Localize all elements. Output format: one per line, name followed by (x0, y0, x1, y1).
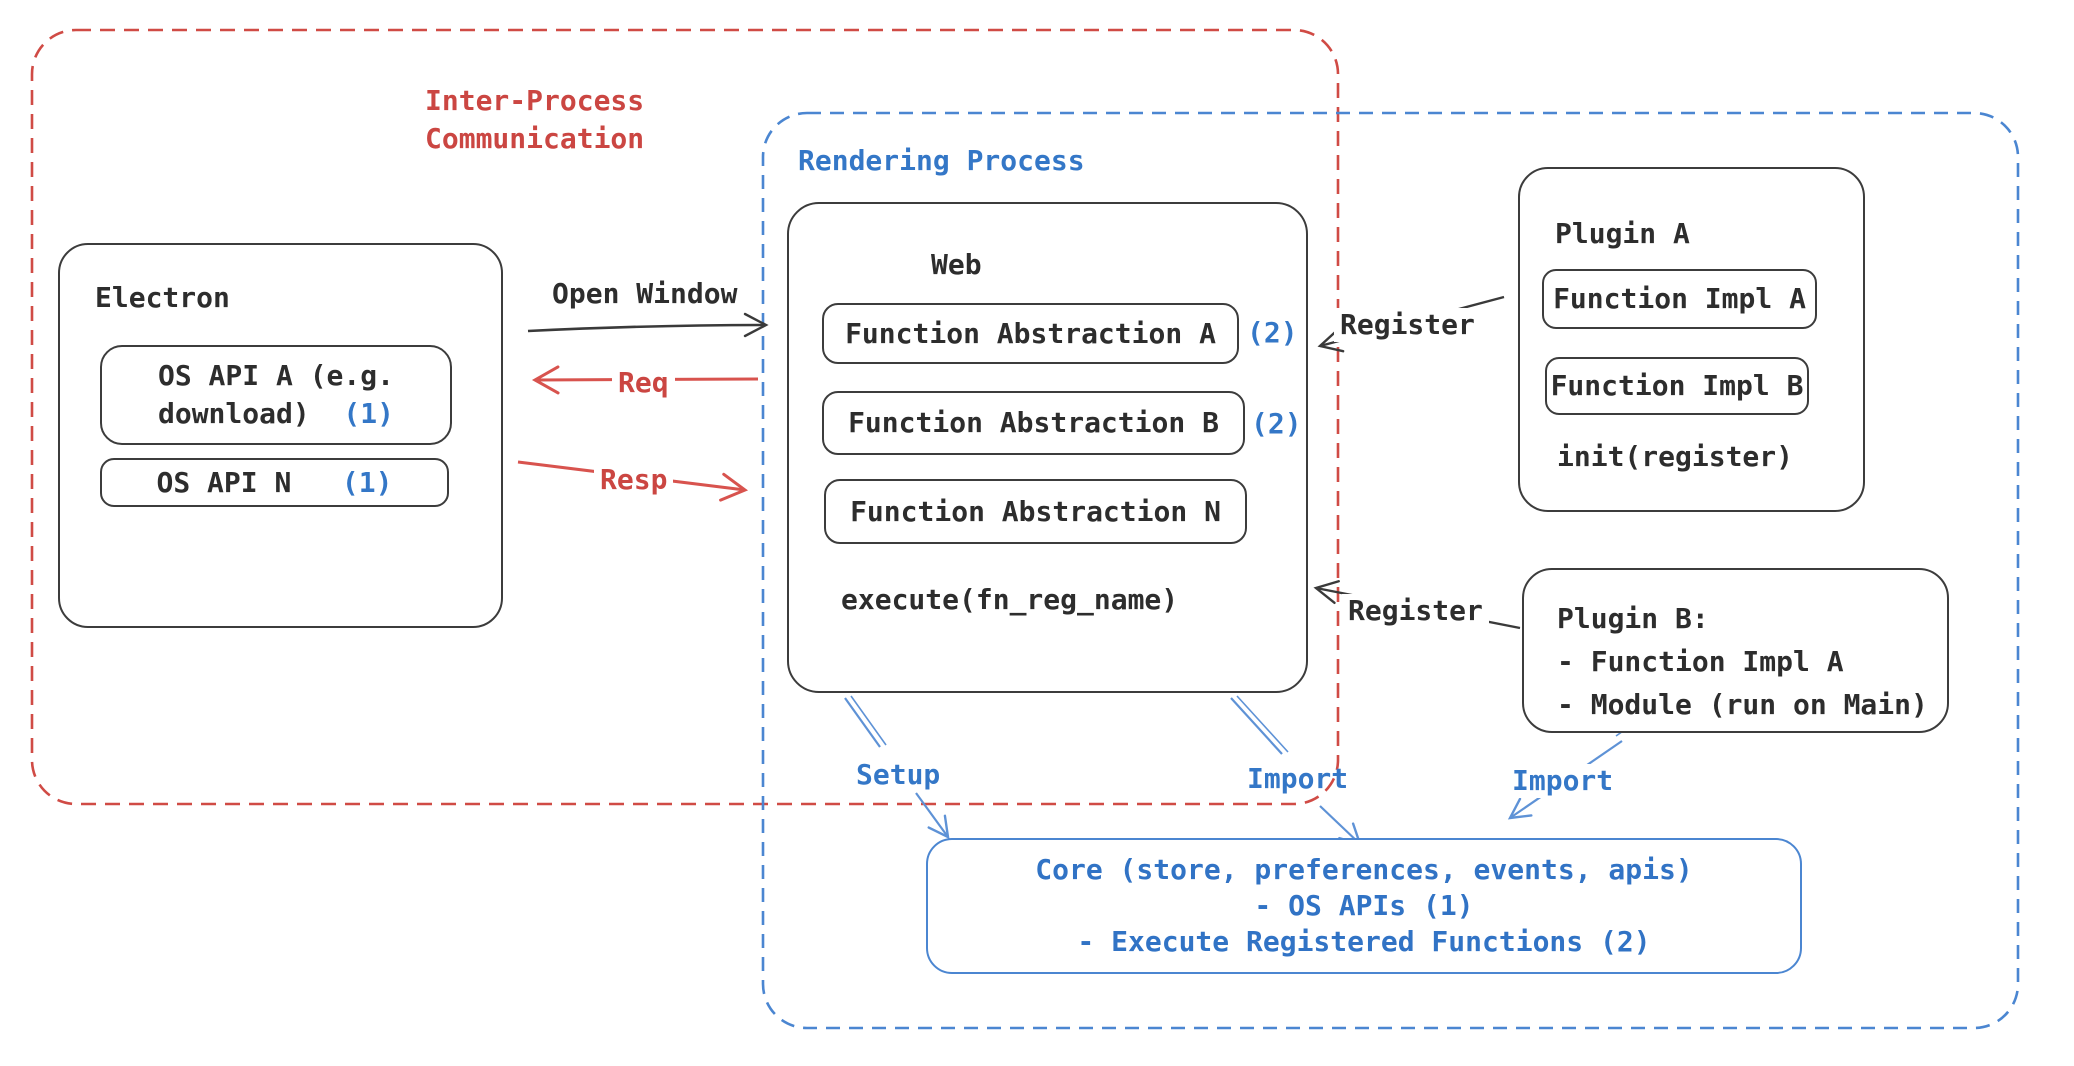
plugin-a-box: Plugin A Function Impl A Function Impl B… (1518, 167, 1865, 512)
core-line-1: Core (store, preferences, events, apis) (1035, 853, 1693, 886)
function-abstraction-b-ref: (2) (1251, 407, 1302, 440)
os-api-a-label-line2: download) (1) (158, 395, 394, 433)
open-window-arrow (527, 312, 769, 338)
plugin-b-title: Plugin B: (1557, 602, 1709, 635)
import-right-label: Import (1506, 764, 1620, 798)
web-box: Web Function Abstraction A Function Abst… (787, 202, 1308, 693)
rendering-region-title: Rendering Process (798, 144, 1085, 177)
ipc-region-title: Inter-Process Communication (425, 82, 644, 158)
os-api-a-box: OS API A (e.g. download) (1) (100, 345, 452, 445)
import-left-arrow-head (1319, 805, 1362, 846)
setup-arrow-head (915, 792, 950, 840)
ipc-title-line2: Communication (425, 122, 645, 155)
setup-arrow-tail (844, 697, 881, 748)
function-abstraction-a-box: Function Abstraction A (822, 303, 1239, 364)
execute-label: execute(fn_reg_name) (841, 583, 1179, 616)
plugin-a-title: Plugin A (1555, 217, 1690, 250)
function-impl-a-box: Function Impl A (1542, 269, 1817, 329)
function-abstraction-b-box: Function Abstraction B (822, 391, 1245, 455)
web-title: Web (931, 248, 982, 281)
plugin-b-item: - Function Impl A (1557, 645, 1844, 678)
os-api-n-box: OS API N (1) (100, 458, 449, 507)
os-api-n-label: OS API N (156, 465, 292, 499)
ipc-title-line1: Inter-Process (425, 84, 645, 117)
electron-box: Electron OS API A (e.g. download) (1) OS… (58, 243, 503, 628)
os-api-a-label: download) (157, 397, 310, 430)
electron-title: Electron (95, 281, 230, 314)
setup-arrow-tail2 (850, 695, 887, 746)
init-register-label: init(register) (1557, 440, 1794, 473)
setup-label: Setup (856, 758, 941, 791)
resp-label: Resp (594, 463, 674, 497)
core-line-3: - Execute Registered Functions (2) (1077, 925, 1651, 958)
register-bottom-label: Register (1342, 594, 1489, 628)
os-api-a-ref: (1) (343, 397, 394, 430)
register-top-label: Register (1334, 308, 1481, 342)
function-abstraction-n-box: Function Abstraction N (824, 479, 1247, 544)
req-label: Req (612, 366, 675, 400)
function-abstraction-a-ref: (2) (1247, 316, 1298, 349)
import-left-arrow-tail2 (1236, 695, 1289, 753)
plugin-b-text: Plugin B: - Function Impl A - Module (ru… (1557, 597, 1928, 726)
open-window-label: Open Window (552, 277, 738, 310)
plugin-b-item: - Module (run on Main) (1557, 688, 1928, 721)
import-left-label: Import (1247, 762, 1349, 795)
rendering-boundary (761, 111, 2020, 1030)
core-line-2: - OS APIs (1) (1254, 889, 1474, 922)
os-api-n-ref: (1) (341, 465, 393, 499)
core-box: Core (store, preferences, events, apis) … (926, 838, 1802, 974)
ipc-boundary (30, 28, 1340, 806)
function-impl-b-box: Function Impl B (1545, 357, 1809, 415)
import-left-arrow-tail (1230, 697, 1283, 755)
plugin-b-box: Plugin B: - Function Impl A - Module (ru… (1522, 568, 1949, 733)
os-api-a-label-line1: OS API A (e.g. (157, 359, 394, 392)
